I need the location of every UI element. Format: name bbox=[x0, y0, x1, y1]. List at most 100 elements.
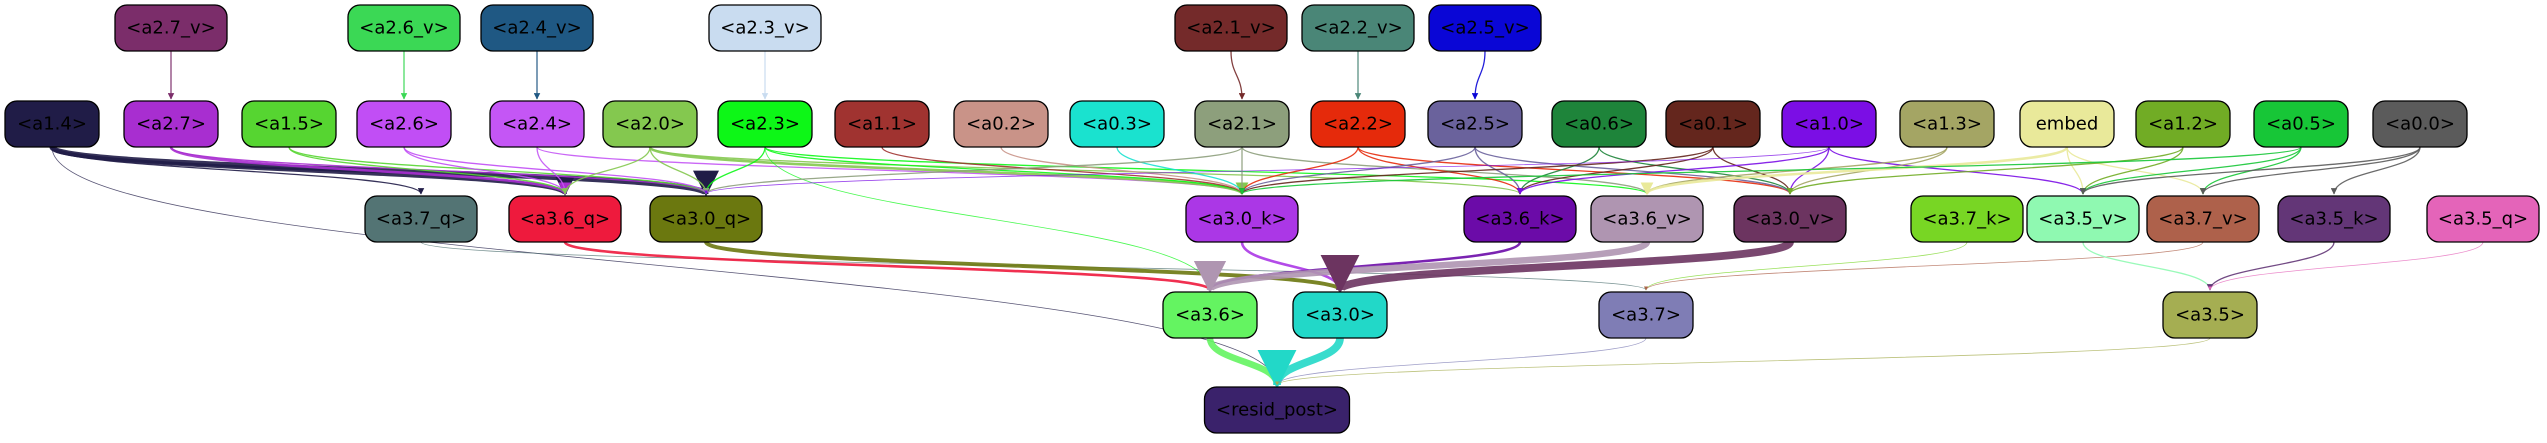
node-a2-7-v[interactable]: <a2.7_v> bbox=[114, 4, 228, 52]
node-a3-6-q[interactable]: <a3.6_q> bbox=[508, 195, 622, 243]
node-a2-1-v[interactable]: <a2.1_v> bbox=[1174, 4, 1288, 52]
node-a1-2[interactable]: <a1.2> bbox=[2135, 100, 2231, 148]
node-box bbox=[1174, 4, 1288, 52]
node-a3-0-q[interactable]: <a3.0_q> bbox=[649, 195, 763, 243]
node-a0-3[interactable]: <a0.3> bbox=[1069, 100, 1165, 148]
node-a3-5-k[interactable]: <a3.5_k> bbox=[2277, 195, 2391, 243]
node-label: <a2.5_v> bbox=[1440, 18, 1529, 39]
edge-a2-5-to-a3-0-v bbox=[1474, 146, 1794, 195]
node-box bbox=[602, 100, 698, 148]
node-label: <a3.0> bbox=[1305, 305, 1375, 326]
edge-a2-2-to-a3-0-v bbox=[1357, 146, 1794, 195]
node-a3-7-k[interactable]: <a3.7_k> bbox=[1910, 195, 2024, 243]
node-a2-7[interactable]: <a2.7> bbox=[123, 100, 219, 148]
node-a3-5[interactable]: <a3.5> bbox=[2162, 291, 2258, 339]
node-label: <a0.2> bbox=[966, 114, 1036, 135]
node-box bbox=[708, 4, 822, 52]
node-a0-6[interactable]: <a0.6> bbox=[1551, 100, 1647, 148]
node-box bbox=[1899, 100, 1995, 148]
node-a0-2[interactable]: <a0.2> bbox=[953, 100, 1049, 148]
edge-a1-2-to-a3-5-v bbox=[2079, 146, 2184, 195]
node-box bbox=[356, 100, 452, 148]
node-label: <a3.5> bbox=[2175, 305, 2245, 326]
node-label: <resid_post> bbox=[1216, 400, 1338, 421]
node-label: <a3.6_v> bbox=[1602, 209, 1691, 230]
node-box bbox=[1428, 4, 1542, 52]
node-label: <a2.1> bbox=[1207, 114, 1277, 135]
node-a2-3[interactable]: <a2.3> bbox=[717, 100, 813, 148]
node-a2-5[interactable]: <a2.5> bbox=[1427, 100, 1523, 148]
node-box bbox=[114, 4, 228, 52]
node-a2-2[interactable]: <a2.2> bbox=[1310, 100, 1406, 148]
node-a3-6-k[interactable]: <a3.6_k> bbox=[1463, 195, 1577, 243]
node-label: <a3.5_v> bbox=[2038, 209, 2127, 230]
edge-a3-6-q-to-a3-6 bbox=[563, 240, 1217, 292]
node-a2-2-v[interactable]: <a2.2_v> bbox=[1301, 4, 1415, 52]
edge-embed-to-a3-6-v bbox=[1640, 145, 2069, 196]
edge-a3-6-to-resid-post bbox=[1206, 337, 1294, 389]
edge-a2-7-to-a3-0-q bbox=[170, 146, 710, 195]
edge-a3-0-to-resid-post bbox=[1257, 337, 1344, 389]
node-resid-post[interactable]: <resid_post> bbox=[1203, 386, 1351, 434]
edge-a2-4-to-a3-0-k bbox=[536, 146, 1246, 195]
node-box bbox=[1310, 100, 1406, 148]
node-a2-4[interactable]: <a2.4> bbox=[489, 100, 585, 148]
node-a0-1[interactable]: <a0.1> bbox=[1665, 100, 1761, 148]
edge-a3-6-v-to-a3-6 bbox=[1194, 238, 1651, 294]
node-a3-0-v[interactable]: <a3.0_v> bbox=[1733, 195, 1847, 243]
node-a3-7-v[interactable]: <a3.7_v> bbox=[2146, 195, 2260, 243]
edge-a0-3-to-a3-0-k bbox=[1116, 146, 1246, 195]
node-a3-6[interactable]: <a3.6> bbox=[1162, 291, 1258, 339]
node-box bbox=[2426, 195, 2540, 243]
node-a3-0-k[interactable]: <a3.0_k> bbox=[1185, 195, 1299, 243]
node-label: <a1.5> bbox=[254, 114, 324, 135]
node-a3-0[interactable]: <a3.0> bbox=[1292, 291, 1388, 339]
edge-a2-1-v-to-a2-1 bbox=[1230, 50, 1246, 100]
node-a2-1[interactable]: <a2.1> bbox=[1194, 100, 1290, 148]
node-a1-1[interactable]: <a1.1> bbox=[834, 100, 930, 148]
edge-a2-0-to-a3-0-k bbox=[648, 145, 1249, 196]
node-label: <a2.5> bbox=[1440, 114, 1510, 135]
node-box bbox=[123, 100, 219, 148]
node-label: <a2.6_v> bbox=[359, 18, 448, 39]
node-a3-7[interactable]: <a3.7> bbox=[1598, 291, 1694, 339]
edge-a2-1-to-a3-0-q bbox=[702, 146, 1243, 195]
edge-a1-0-to-a3-5-v bbox=[1828, 146, 2087, 195]
node-a3-7-q[interactable]: <a3.7_q> bbox=[364, 195, 478, 243]
edge-a2-2-to-a3-6-k bbox=[1357, 146, 1524, 195]
node-a2-6[interactable]: <a2.6> bbox=[356, 100, 452, 148]
node-label: <a0.5> bbox=[2266, 114, 2336, 135]
node-a2-4-v[interactable]: <a2.4_v> bbox=[480, 4, 594, 52]
node-embed[interactable]: embed bbox=[2019, 100, 2115, 148]
node-a3-5-v[interactable]: <a3.5_v> bbox=[2026, 195, 2140, 243]
node-box bbox=[364, 195, 478, 243]
node-label: <a3.7_k> bbox=[1922, 209, 2011, 230]
node-label: <a2.0> bbox=[615, 114, 685, 135]
node-a1-5[interactable]: <a1.5> bbox=[241, 100, 337, 148]
node-box bbox=[1194, 100, 1290, 148]
node-a1-0[interactable]: <a1.0> bbox=[1781, 100, 1877, 148]
node-box bbox=[2372, 100, 2468, 148]
node-box bbox=[2135, 100, 2231, 148]
node-label: <a3.5_k> bbox=[2289, 209, 2378, 230]
edge-a0-6-to-a3-6-k bbox=[1516, 146, 1600, 195]
edges-layer bbox=[49, 50, 2484, 389]
edge-a1-4-to-resid-post bbox=[51, 146, 1279, 386]
node-a0-0[interactable]: <a0.0> bbox=[2372, 100, 2468, 148]
node-a0-5[interactable]: <a0.5> bbox=[2253, 100, 2349, 148]
node-a3-6-v[interactable]: <a3.6_v> bbox=[1590, 195, 1704, 243]
node-a2-0[interactable]: <a2.0> bbox=[602, 100, 698, 148]
node-a1-4[interactable]: <a1.4> bbox=[4, 100, 100, 148]
edge-a1-1-to-a3-0-k bbox=[881, 146, 1246, 195]
node-label: <a3.7_q> bbox=[376, 209, 466, 230]
node-a2-6-v[interactable]: <a2.6_v> bbox=[347, 4, 461, 52]
node-a2-5-v[interactable]: <a2.5_v> bbox=[1428, 4, 1542, 52]
edge-a2-3-to-a3-0-q bbox=[702, 146, 766, 195]
edge-a2-6-to-a3-6-q bbox=[403, 146, 569, 195]
node-label: <a3.7> bbox=[1611, 305, 1681, 326]
node-a2-3-v[interactable]: <a2.3_v> bbox=[708, 4, 822, 52]
edge-a2-0-to-a3-6-q bbox=[561, 146, 651, 195]
node-a1-3[interactable]: <a1.3> bbox=[1899, 100, 1995, 148]
node-a3-5-q[interactable]: <a3.5_q> bbox=[2426, 195, 2540, 243]
edge-a2-0-to-a3-0-q bbox=[649, 146, 710, 195]
